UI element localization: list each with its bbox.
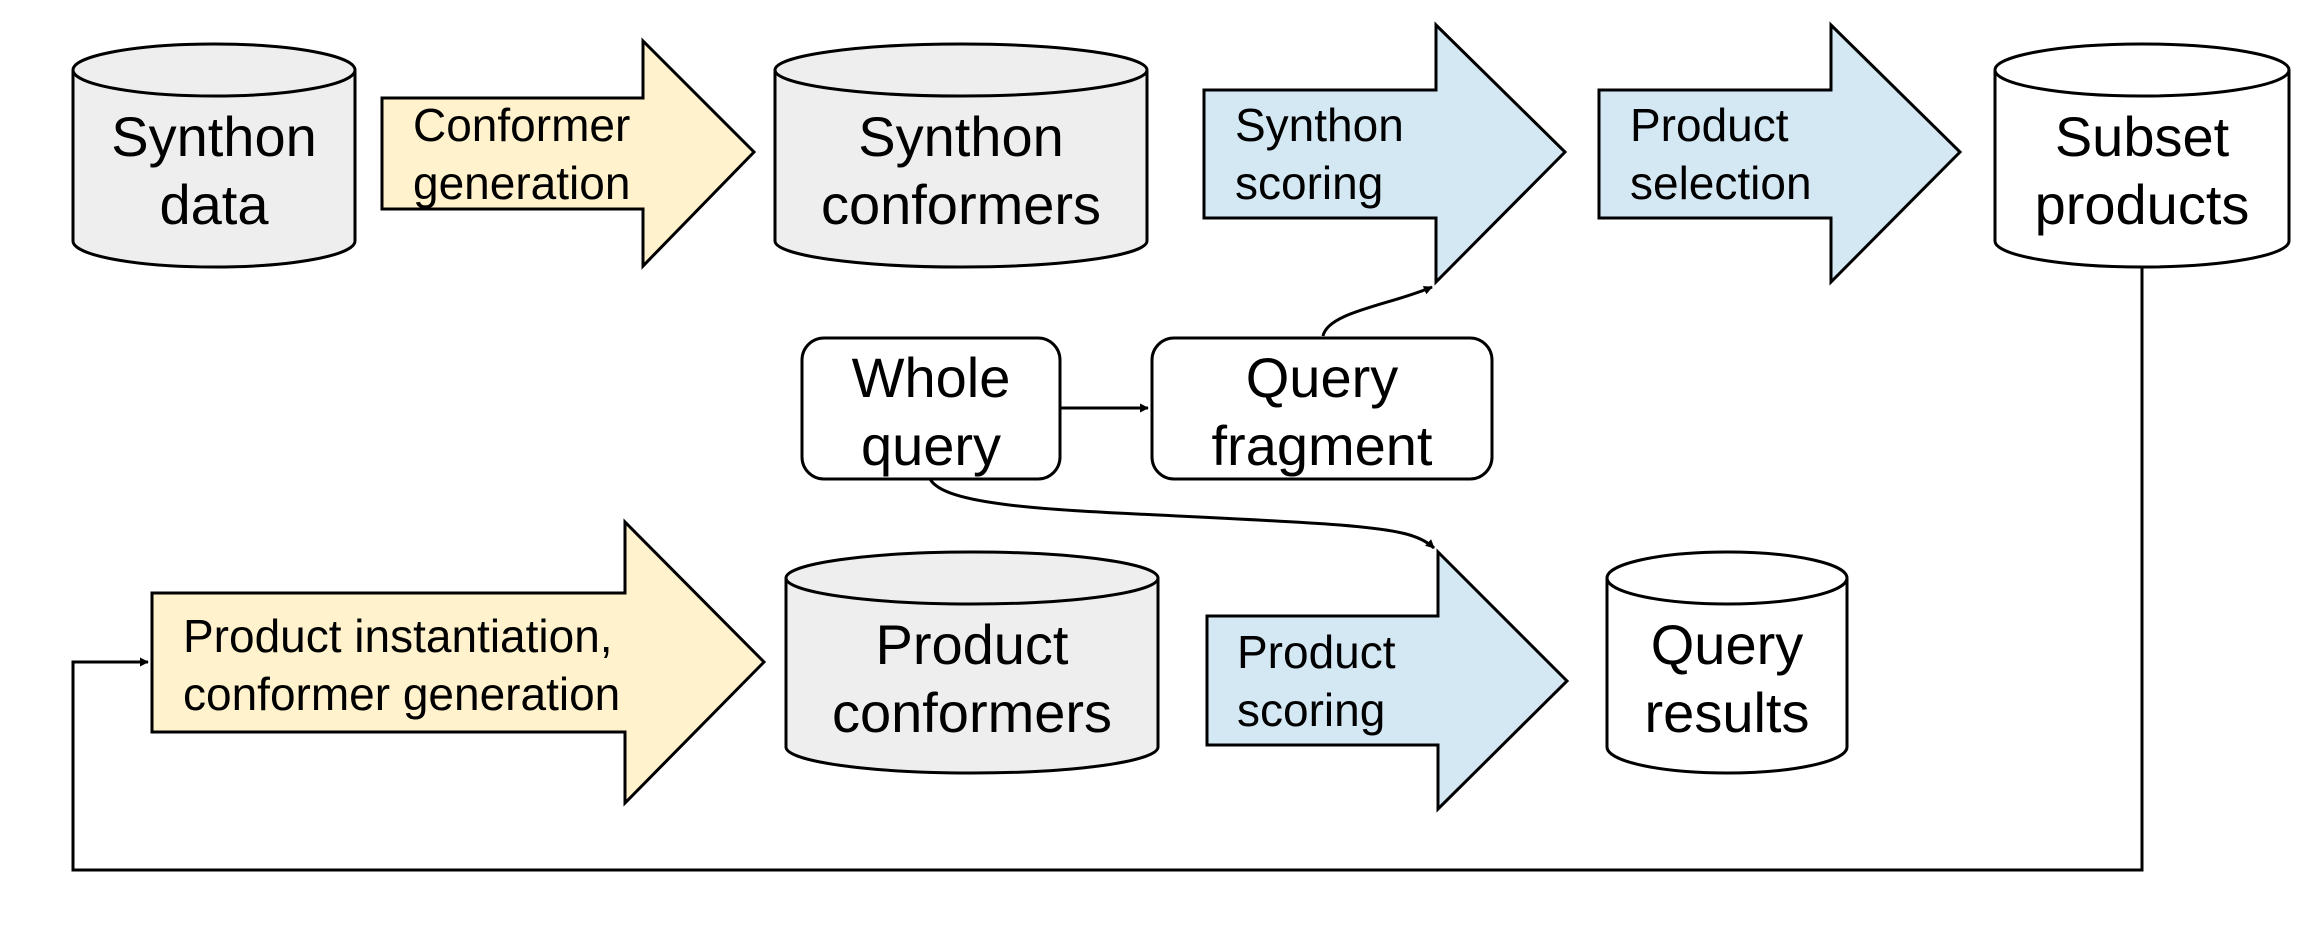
whole-query-label-2: query <box>861 414 1001 477</box>
product-instantiation-step: Product instantiation, conformer generat… <box>150 518 767 807</box>
connectors <box>71 266 2144 872</box>
process-arrow-icon <box>1205 548 1570 813</box>
conformer-generation-step: Conformer generation <box>380 37 757 270</box>
synthon-scoring-label-1: Synthon <box>1235 99 1404 151</box>
product-scoring-step: Product scoring <box>1205 548 1570 813</box>
product-conformers-label-1: Product <box>876 613 1069 676</box>
synthon-scoring-label-2: scoring <box>1235 157 1383 209</box>
subset-products-label-1: Subset <box>2055 105 2230 168</box>
synthon-conformers-label-1: Synthon <box>858 105 1064 168</box>
product-selection-label-1: Product <box>1630 99 1789 151</box>
synthon-data-store: Synthon data <box>71 42 357 269</box>
process-arrow-icon <box>1202 21 1568 286</box>
synthon-data-label-2: data <box>160 173 270 236</box>
subset-products-store: Subset products <box>1993 42 2291 269</box>
product-scoring-label-2: scoring <box>1237 684 1385 736</box>
database-cylinder-icon <box>71 42 357 269</box>
process-arrow-icon <box>150 518 767 807</box>
database-cylinder-icon <box>1993 42 2291 269</box>
whole-query-frame <box>800 336 1062 481</box>
whole-query-box: Whole query <box>800 336 1062 481</box>
query-fragment-box: Query fragment <box>1150 336 1494 481</box>
cylinder-rim <box>71 69 357 98</box>
query-results-store: Query results <box>1605 550 1849 775</box>
connector-whole-to-product-scoring <box>928 478 1436 550</box>
conformer-generation-label-2: generation <box>413 157 630 209</box>
product-instantiation-label-1: Product instantiation, <box>183 610 613 662</box>
product-scoring-label-1: Product <box>1237 626 1396 678</box>
cylinder-rim <box>784 577 1160 606</box>
product-instantiation-label-2: conformer generation <box>183 668 620 720</box>
cylinder-rim <box>1993 69 2291 98</box>
process-arrow-icon <box>380 37 757 270</box>
subset-products-label-2: products <box>2035 173 2250 236</box>
whole-query-label-1: Whole <box>852 346 1011 409</box>
query-results-label-1: Query <box>1651 613 1804 676</box>
database-cylinder-icon <box>773 42 1149 269</box>
product-conformers-label-2: conformers <box>832 681 1112 744</box>
database-cylinder-icon <box>1605 550 1849 775</box>
synthon-conformers-label-2: conformers <box>821 173 1101 236</box>
process-arrow-icon <box>1597 21 1963 286</box>
query-results-label-2: results <box>1645 681 1810 744</box>
conformer-generation-label-1: Conformer <box>413 99 630 151</box>
query-fragment-label-1: Query <box>1246 346 1399 409</box>
cylinder-rim <box>1605 577 1849 606</box>
database-cylinder-icon <box>784 550 1160 775</box>
query-fragment-frame <box>1150 336 1494 481</box>
synthon-data-label-1: Synthon <box>111 105 317 168</box>
product-selection-step: Product selection <box>1597 21 1963 286</box>
synthon-conformers-store: Synthon conformers <box>773 42 1149 269</box>
product-selection-label-2: selection <box>1630 157 1812 209</box>
product-conformers-store: Product conformers <box>784 550 1160 775</box>
query-fragment-label-2: fragment <box>1212 414 1433 477</box>
connector-subset-to-instantiation <box>71 266 2144 872</box>
cylinder-rim <box>773 69 1149 98</box>
connector-fragment-to-synthon-scoring <box>1321 285 1433 337</box>
synthon-scoring-step: Synthon scoring <box>1202 21 1568 286</box>
